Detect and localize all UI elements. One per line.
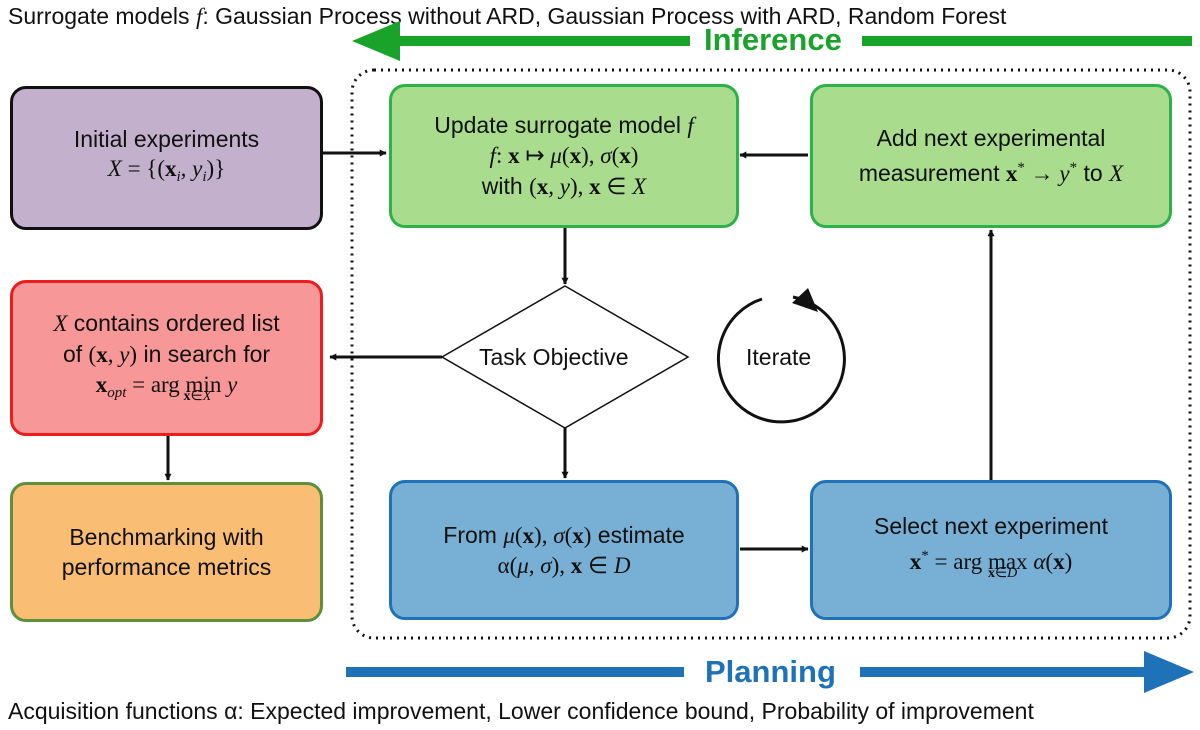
inference-arrow [352, 21, 1192, 61]
surrogate-caption-label: Surrogate models [8, 3, 190, 29]
select-experiment-title: Select next experiment [874, 513, 1108, 539]
ordered-list-box: X contains ordered list of (x, y) in sea… [10, 280, 323, 436]
update-surrogate-box: Update surrogate model f f: x ↦ μ(x), σ(… [389, 84, 739, 228]
estimate-line1: From μ(x), σ(x) estimate [443, 521, 685, 548]
benchmarking-line2: performance metrics [61, 554, 272, 580]
ordered-list-line2: of (x, y) in search for [62, 341, 271, 367]
update-with-word: with [481, 173, 523, 199]
initial-experiments-box: Initial experiments X = {(xi, yi)} [10, 86, 323, 230]
planning-label: Planning [705, 654, 836, 689]
update-with-line: with (x, y), x ∈ X [481, 173, 647, 199]
initial-experiments-title: Initial experiments [73, 126, 260, 152]
benchmarking-line1: Benchmarking with [69, 524, 264, 550]
acquisition-functions-caption: Acquisition functions α: Expected improv… [8, 698, 1034, 724]
update-surrogate-title: Update surrogate model f [434, 112, 694, 138]
surrogate-caption-list: : Gaussian Process without ARD, Gaussian… [202, 3, 1007, 29]
inference-label: Inference [704, 22, 842, 57]
benchmarking-box: Benchmarking with performance metrics [10, 482, 323, 622]
from-word: From [443, 521, 497, 548]
acquisition-formula: α(μ, σ), x ∈ D [497, 552, 631, 578]
add-measurement-box: Add next experimental measurement x* → y… [810, 84, 1172, 228]
surrogate-models-caption: Surrogate models f: Gaussian Process wit… [8, 3, 1006, 30]
search-for-text: in search for [143, 341, 271, 367]
iterate-label: Iterate [746, 344, 812, 370]
task-objective-label: Task Objective [479, 344, 629, 370]
ordered-list-text: contains ordered list [73, 310, 280, 336]
iterate-cycle-icon [716, 288, 846, 424]
add-measurement-line2: measurement x* → y* to X [858, 160, 1124, 186]
to-word: to [1083, 160, 1103, 186]
estimate-acquisition-box: From μ(x), σ(x) estimate α(μ, σ), x ∈ D [389, 480, 739, 620]
surrogate-mapping-formula: f: x ↦ μ(x), σ(x) [489, 143, 639, 168]
of-word: of [62, 341, 83, 367]
f-symbol: f [195, 4, 203, 29]
update-surrogate-text: Update surrogate model [434, 112, 681, 138]
add-measurement-title: Add next experimental [876, 125, 1106, 151]
planning-arrow [346, 651, 1194, 693]
estimate-word: estimate [597, 521, 685, 548]
initial-set-formula: X = {(xi, yi)} [107, 156, 226, 185]
ordered-list-line1: X contains ordered list [53, 310, 280, 336]
measurement-word: measurement [858, 160, 1000, 186]
